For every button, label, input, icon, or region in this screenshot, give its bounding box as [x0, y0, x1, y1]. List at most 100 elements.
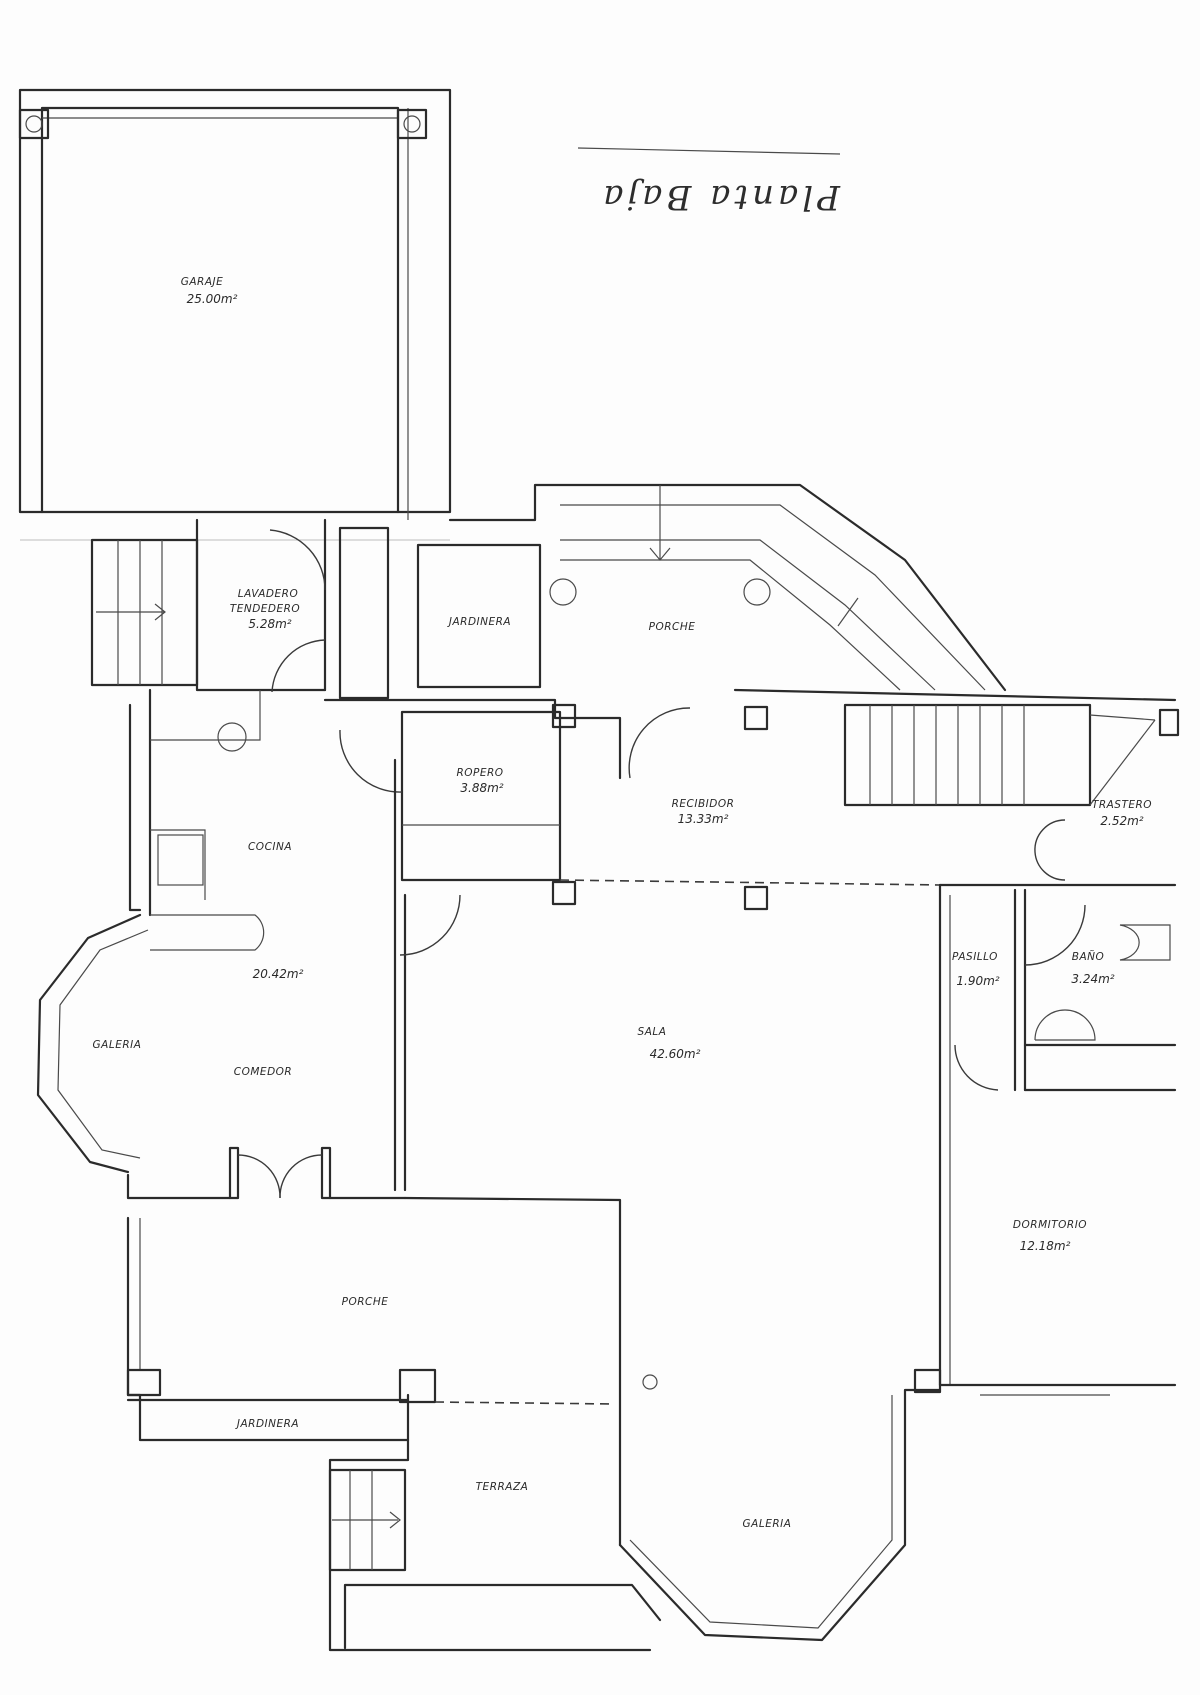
title-underline — [577, 147, 841, 155]
room-sala-name: SALA — [638, 1026, 667, 1038]
cocina-west-wall — [128, 703, 142, 912]
room-porche-sur-name: PORCHE — [342, 1296, 389, 1308]
garage-column-right — [396, 108, 428, 140]
terraza-walls — [328, 1438, 652, 1652]
south-porch-walls — [126, 1216, 410, 1442]
terraza-planter — [343, 1583, 662, 1650]
porch-column-left — [549, 578, 577, 606]
entrance-door-swing — [628, 707, 691, 779]
room-lavadero-area: 5.28m² — [248, 617, 291, 631]
interior-stair — [843, 703, 1092, 807]
room-recibidor-name: RECIBIDOR — [672, 798, 735, 810]
room-bano-name: BAÑO — [1072, 950, 1105, 963]
room-sala-area: 42.60m² — [650, 1047, 701, 1061]
west-bay-outer — [36, 913, 142, 1174]
porch-arrow-2 — [837, 597, 859, 627]
pasillo-door-swing — [954, 1044, 999, 1091]
south-porch-pillar — [126, 1368, 162, 1397]
room-cocina-name: COCINA — [248, 841, 292, 853]
ropero-door-swing — [339, 729, 403, 793]
room-jardinera-norte-name: JARDINERA — [447, 616, 511, 628]
room-lavadero-name: LAVADERO — [238, 588, 298, 600]
comedor-south-wall-west — [126, 1173, 232, 1200]
porch-column-right — [743, 578, 771, 606]
room-terraza-name: TERRAZA — [476, 1481, 529, 1493]
room-galeria-oeste-name: GALERIA — [93, 1039, 142, 1051]
west-bay-inner — [57, 929, 149, 1159]
comedor-door-jamb — [228, 1146, 240, 1200]
room-labels: GARAJE 25.00m² LAVADERO TENDEDERO 5.28m²… — [93, 276, 1152, 1530]
cocina-island — [150, 914, 265, 951]
porch-arrow-head — [649, 547, 671, 561]
porch-terrace-divider — [434, 1401, 616, 1405]
front-pillar — [551, 703, 577, 729]
cocina-counter — [150, 690, 261, 741]
room-dormitorio-name: DORMITORIO — [1013, 1219, 1087, 1231]
comedor-door-left — [237, 1154, 281, 1199]
comedor-door-jamb-2 — [320, 1146, 332, 1200]
room-bano-area: 3.24m² — [1071, 972, 1114, 986]
room-trastero-name: TRASTERO — [1092, 799, 1152, 811]
stair-arrow-head — [154, 603, 166, 621]
bano-toilet — [1034, 1009, 1096, 1041]
garage-inner-wall — [40, 106, 400, 514]
sala-west-wall — [403, 1196, 622, 1547]
terraza-stair — [328, 1468, 407, 1572]
ropero-walls — [400, 710, 562, 882]
trastero-door-swing-2 — [1034, 851, 1066, 881]
cocina-counter-2 — [150, 829, 206, 900]
plan-title-group: Planta Baja — [577, 147, 841, 217]
room-galeria-sur-name: GALERIA — [743, 1518, 792, 1530]
north-porch-step-3 — [560, 559, 901, 691]
bano-sink — [1119, 924, 1171, 961]
garage-column-right-core — [403, 115, 421, 133]
room-recibidor-area: 13.33m² — [678, 812, 729, 826]
sala-column — [642, 1374, 658, 1390]
north-jardinera — [416, 543, 542, 689]
room-jardinera-sur-name: JARDINERA — [235, 1418, 299, 1430]
room-dormitorio-area: 12.18m² — [1020, 1239, 1071, 1253]
lavadero-door-swing-bottom — [271, 639, 326, 693]
stair-diagonal-2 — [1089, 719, 1156, 806]
room-ropero-name: ROPERO — [456, 767, 503, 779]
garage-column-left — [18, 108, 50, 140]
room-trastero-area: 2.52m² — [1100, 814, 1143, 828]
recibidor-sala-divider — [559, 879, 941, 886]
trastero-door-swing — [1034, 819, 1066, 853]
lavadero-wall — [195, 518, 327, 692]
garage-outer-wall — [18, 88, 452, 514]
plan-title: Planta Baja — [599, 177, 841, 217]
room-ropero-area: 3.88m² — [460, 781, 503, 795]
north-porch-outer-edge — [448, 483, 1007, 692]
room-garaje-area: 25.00m² — [187, 292, 238, 306]
room-cocina-area: 20.42m² — [253, 967, 304, 981]
room-porche-norte-name: PORCHE — [649, 621, 696, 633]
comedor-door-right — [279, 1154, 323, 1199]
room-comedor-name: COMEDOR — [234, 1066, 292, 1078]
chimney-block — [338, 526, 390, 700]
south-bay-inner — [629, 1395, 893, 1629]
cocina-stove — [157, 834, 204, 886]
sala-pillar-2 — [743, 885, 769, 911]
terraza-stair-arrow-head — [389, 1511, 401, 1529]
room-lavadero-name2: TENDEDERO — [230, 603, 300, 615]
north-porch-step-1 — [560, 504, 986, 691]
sala-pillar — [551, 880, 577, 906]
cocina-sink — [217, 722, 247, 752]
room-pasillo-name: PASILLO — [952, 951, 998, 963]
south-bay-outer — [618, 1388, 942, 1642]
room-pasillo-area: 1.90m² — [956, 974, 999, 988]
front-wall-west — [323, 698, 622, 780]
front-pillar-2 — [743, 705, 769, 731]
cocina-door-swing — [399, 894, 461, 956]
south-porch-pillar-2 — [398, 1368, 437, 1404]
east-pillar — [1158, 708, 1180, 737]
north-porch-step-2 — [560, 539, 936, 691]
lavadero-door-swing-top — [269, 529, 326, 591]
room-garaje-name: GARAJE — [181, 276, 224, 288]
south-pillar — [913, 1368, 942, 1394]
bano-door-swing — [1024, 904, 1086, 966]
walls — [18, 88, 1180, 1652]
